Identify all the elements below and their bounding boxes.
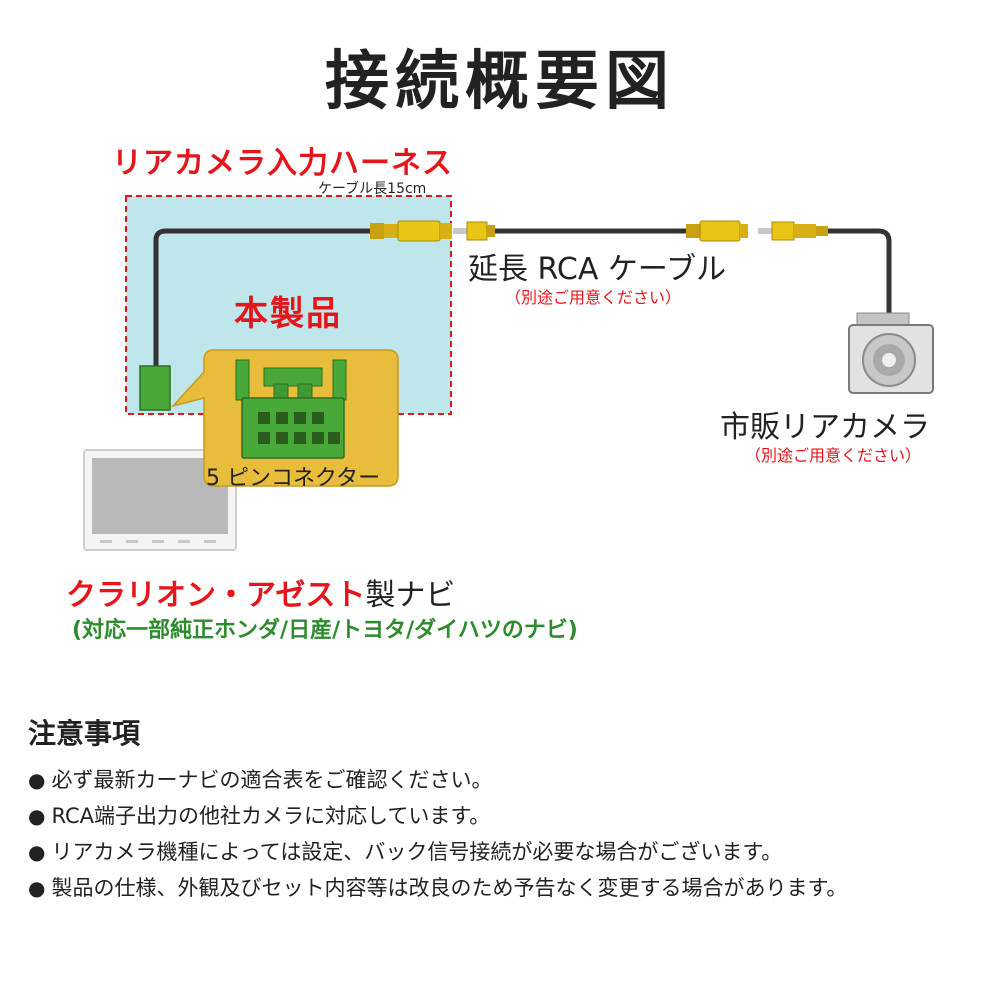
- navi-suffix: 製ナビ: [365, 578, 456, 613]
- rear-camera-icon: [848, 312, 934, 394]
- notes-list: ●必ず最新カーナビの適合表をご確認ください。 ●RCA端子出力の他社カメラに対応…: [28, 762, 847, 906]
- list-item: ●RCA端子出力の他社カメラに対応しています。: [28, 798, 847, 834]
- bullet-icon: ●: [28, 840, 46, 864]
- cable-length-label: ケーブル長15cm: [318, 181, 427, 197]
- harness-wire: [153, 228, 372, 368]
- product-label: 本製品: [234, 294, 342, 334]
- rca-cable-label: 延長 RCA ケーブル: [468, 252, 727, 287]
- camera-rca-male-icon: [758, 221, 828, 241]
- bullet-icon: ●: [28, 768, 46, 792]
- rca-cable-note: （別途ご用意ください）: [505, 288, 682, 307]
- bullet-icon: ●: [28, 804, 46, 828]
- camera-wire: [828, 228, 892, 316]
- harness-green-plug: [139, 365, 171, 411]
- list-item: ●製品の仕様、外観及びセット内容等は改良のため予告なく変更する場合があります。: [28, 870, 847, 906]
- navi-brand: クラリオン・アゼスト: [66, 578, 366, 613]
- bullet-icon: ●: [28, 876, 46, 900]
- rca-cable-female-end-icon: [686, 220, 748, 242]
- navi-label: クラリオン・アゼスト製ナビ: [66, 570, 455, 614]
- camera-note: （別途ご用意ください）: [745, 446, 922, 465]
- note-text: RCA端子出力の他社カメラに対応しています。: [51, 804, 491, 828]
- navi-compatibility: (対応一部純正ホンダ/日産/トヨタ/ダイハツのナビ): [72, 618, 578, 643]
- harness-rca-female-icon: [370, 220, 452, 242]
- note-text: リアカメラ機種によっては設定、バック信号接続が必要な場合がございます。: [51, 840, 783, 864]
- navi-monitor-icon: [83, 449, 237, 551]
- list-item: ●リアカメラ機種によっては設定、バック信号接続が必要な場合がございます。: [28, 834, 847, 870]
- page-title: 接続概要図: [325, 45, 675, 119]
- note-text: 必ず最新カーナビの適合表をご確認ください。: [51, 768, 493, 792]
- harness-title: リアカメラ入力ハーネス: [112, 146, 453, 181]
- camera-label: 市販リアカメラ: [720, 410, 930, 445]
- notes-heading: 注意事項: [28, 717, 141, 750]
- five-pin-connector-icon: [235, 359, 347, 459]
- rca-cable-male-end-icon: [453, 221, 495, 241]
- list-item: ●必ず最新カーナビの適合表をご確認ください。: [28, 762, 847, 798]
- connector-label: 5 ピンコネクター: [206, 466, 381, 491]
- note-text: 製品の仕様、外観及びセット内容等は改良のため予告なく変更する場合があります。: [51, 876, 848, 900]
